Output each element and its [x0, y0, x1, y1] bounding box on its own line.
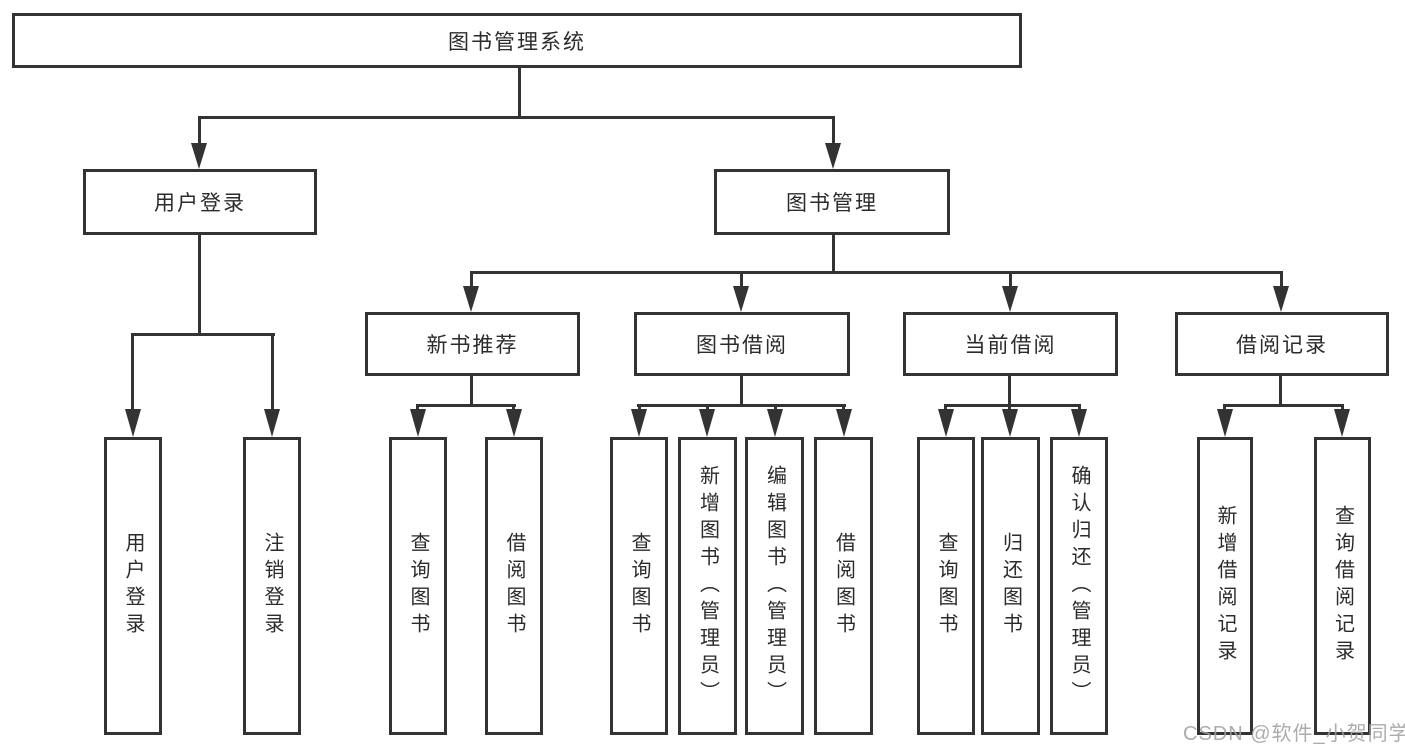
arrowhead-down-icon	[264, 409, 280, 437]
arrowhead-down-icon	[410, 409, 426, 437]
node-current-borrow-label: 当前借阅	[964, 334, 1057, 357]
leaf-query-borrow-record: 查询借阅记录	[1314, 437, 1371, 735]
leaf-return-books: 归还图书	[981, 437, 1040, 735]
leaf-query-borrow-record-label: 查询借阅记录	[1331, 505, 1354, 667]
node-borrow-records: 借阅记录	[1175, 312, 1389, 376]
node-book-borrow: 图书借阅	[634, 312, 850, 376]
node-borrow-records-label: 借阅记录	[1236, 334, 1328, 357]
leaf-borrow-books: 借阅图书	[814, 437, 873, 735]
arrowhead-down-icon	[1334, 409, 1350, 437]
leaf-edit-books-admin-label: 编辑图书（管理员）	[763, 464, 786, 708]
leaf-add-books-admin-label: 新增图书（管理员）	[696, 464, 719, 708]
leaf-add-books-admin: 新增图书（管理员）	[678, 437, 737, 735]
arrowhead-down-icon	[699, 409, 715, 437]
leaf-logout-label: 注销登录	[261, 532, 283, 640]
arrowhead-down-icon	[938, 409, 954, 437]
arrowhead-down-icon	[836, 409, 852, 437]
arrowhead-down-icon	[1273, 286, 1289, 312]
leaf-return-books-label: 归还图书	[999, 532, 1022, 640]
watermark: CSDN @软件_小贺同学	[1183, 723, 1405, 745]
node-root-label: 图书管理系统	[448, 30, 586, 54]
node-root: 图书管理系统	[12, 13, 1022, 68]
leaf-current-query-books: 查询图书	[917, 437, 975, 735]
node-new-book-recommend: 新书推荐	[365, 312, 580, 376]
leaf-user-login: 用户登录	[104, 437, 162, 735]
node-user-login: 用户登录	[83, 169, 317, 235]
node-new-book-recommend-label: 新书推荐	[426, 334, 519, 357]
node-current-borrow: 当前借阅	[903, 312, 1118, 376]
arrowhead-down-icon	[1002, 286, 1018, 312]
node-book-management-label: 图书管理	[786, 192, 878, 215]
arrowhead-down-icon	[463, 286, 479, 312]
leaf-user-login-label: 用户登录	[122, 532, 144, 640]
leaf-borrow-books-label: 借阅图书	[832, 532, 855, 640]
leaf-confirm-return-admin: 确认归还（管理员）	[1050, 437, 1108, 735]
leaf-current-query-books-label: 查询图书	[935, 532, 957, 640]
leaf-recommend-borrow-books-label: 借阅图书	[503, 532, 525, 640]
arrowhead-down-icon	[506, 409, 522, 437]
leaf-borrow-query-books-label: 查询图书	[628, 532, 650, 640]
arrowhead-down-icon	[767, 409, 783, 437]
arrowhead-down-icon	[191, 143, 207, 169]
leaf-logout: 注销登录	[243, 437, 301, 735]
arrowhead-down-icon	[125, 409, 141, 437]
arrowhead-down-icon	[733, 286, 749, 312]
leaf-recommend-query-books-label: 查询图书	[407, 532, 429, 640]
leaf-confirm-return-admin-label: 确认归还（管理员）	[1068, 464, 1090, 708]
leaf-add-borrow-record: 新增借阅记录	[1197, 437, 1253, 735]
arrowhead-down-icon	[1217, 409, 1233, 437]
leaf-recommend-borrow-books: 借阅图书	[485, 437, 543, 735]
arrowhead-down-icon	[1071, 409, 1087, 437]
arrowhead-down-icon	[631, 409, 647, 437]
arrowhead-down-icon	[825, 143, 841, 169]
node-book-management: 图书管理	[714, 169, 950, 235]
leaf-edit-books-admin: 编辑图书（管理员）	[745, 437, 804, 735]
node-user-login-label: 用户登录	[154, 192, 246, 215]
leaf-borrow-query-books: 查询图书	[610, 437, 668, 735]
leaf-recommend-query-books: 查询图书	[389, 437, 447, 735]
node-book-borrow-label: 图书借阅	[696, 334, 788, 357]
leaf-add-borrow-record-label: 新增借阅记录	[1214, 505, 1236, 667]
arrowhead-down-icon	[1002, 409, 1018, 437]
